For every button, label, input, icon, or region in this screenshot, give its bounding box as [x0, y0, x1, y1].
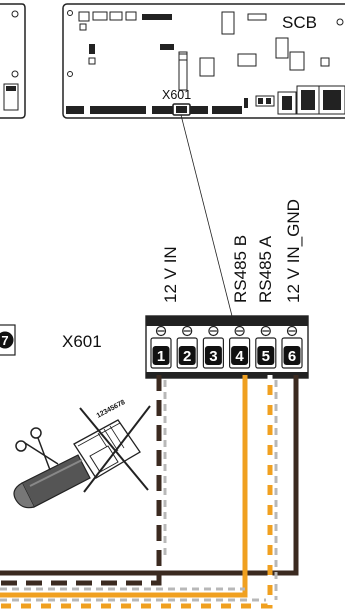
wire-4 [0, 375, 248, 598]
terminal-5-label: RS485 A [256, 235, 275, 303]
step-badge-number: 7 [1, 333, 8, 348]
terminal-6-label: 12 V IN_GND [284, 199, 303, 303]
board-name: SCB [282, 13, 317, 32]
terminal-4-label: RS485 B [231, 235, 250, 303]
left-board-partial [0, 3, 26, 119]
step-badge: 7 [0, 324, 16, 356]
wire-1-stripe [0, 375, 162, 586]
terminal-3: 3 [202, 325, 224, 369]
terminal-number: 4 [235, 348, 244, 365]
prohibited-cross-icon [79, 405, 151, 493]
wire-5-base [0, 375, 273, 609]
terminal-labels: 12 V IN RS485 B RS485 A 12 V IN_GND [161, 199, 303, 303]
wires [0, 375, 299, 609]
terminal-number: 5 [262, 348, 270, 365]
terminal-1-label: 12 V IN [161, 246, 180, 303]
wire-6 [0, 375, 299, 576]
terminal-block: 1 2 3 4 5 6 [145, 315, 309, 379]
board-connector-label: X601 [162, 88, 191, 102]
terminal-number: 1 [157, 348, 165, 365]
scb-board: SCB [62, 3, 345, 119]
connector-label: X601 [62, 332, 102, 351]
terminal-number: 2 [183, 348, 191, 365]
leader-line [180, 114, 233, 317]
terminal-6: 6 [281, 325, 303, 369]
terminal-5: 5 [255, 325, 277, 369]
terminal-2: 2 [176, 325, 198, 369]
rj45-pin-numbers: 12345678 [96, 399, 127, 420]
terminal-number: 6 [288, 348, 296, 365]
rj45-warning: 12345678 [13, 399, 151, 509]
terminal-1: 1 [150, 325, 172, 369]
terminal-4: 4 [229, 325, 251, 369]
terminal-number: 3 [209, 348, 217, 365]
scissors-icon [15, 427, 59, 471]
